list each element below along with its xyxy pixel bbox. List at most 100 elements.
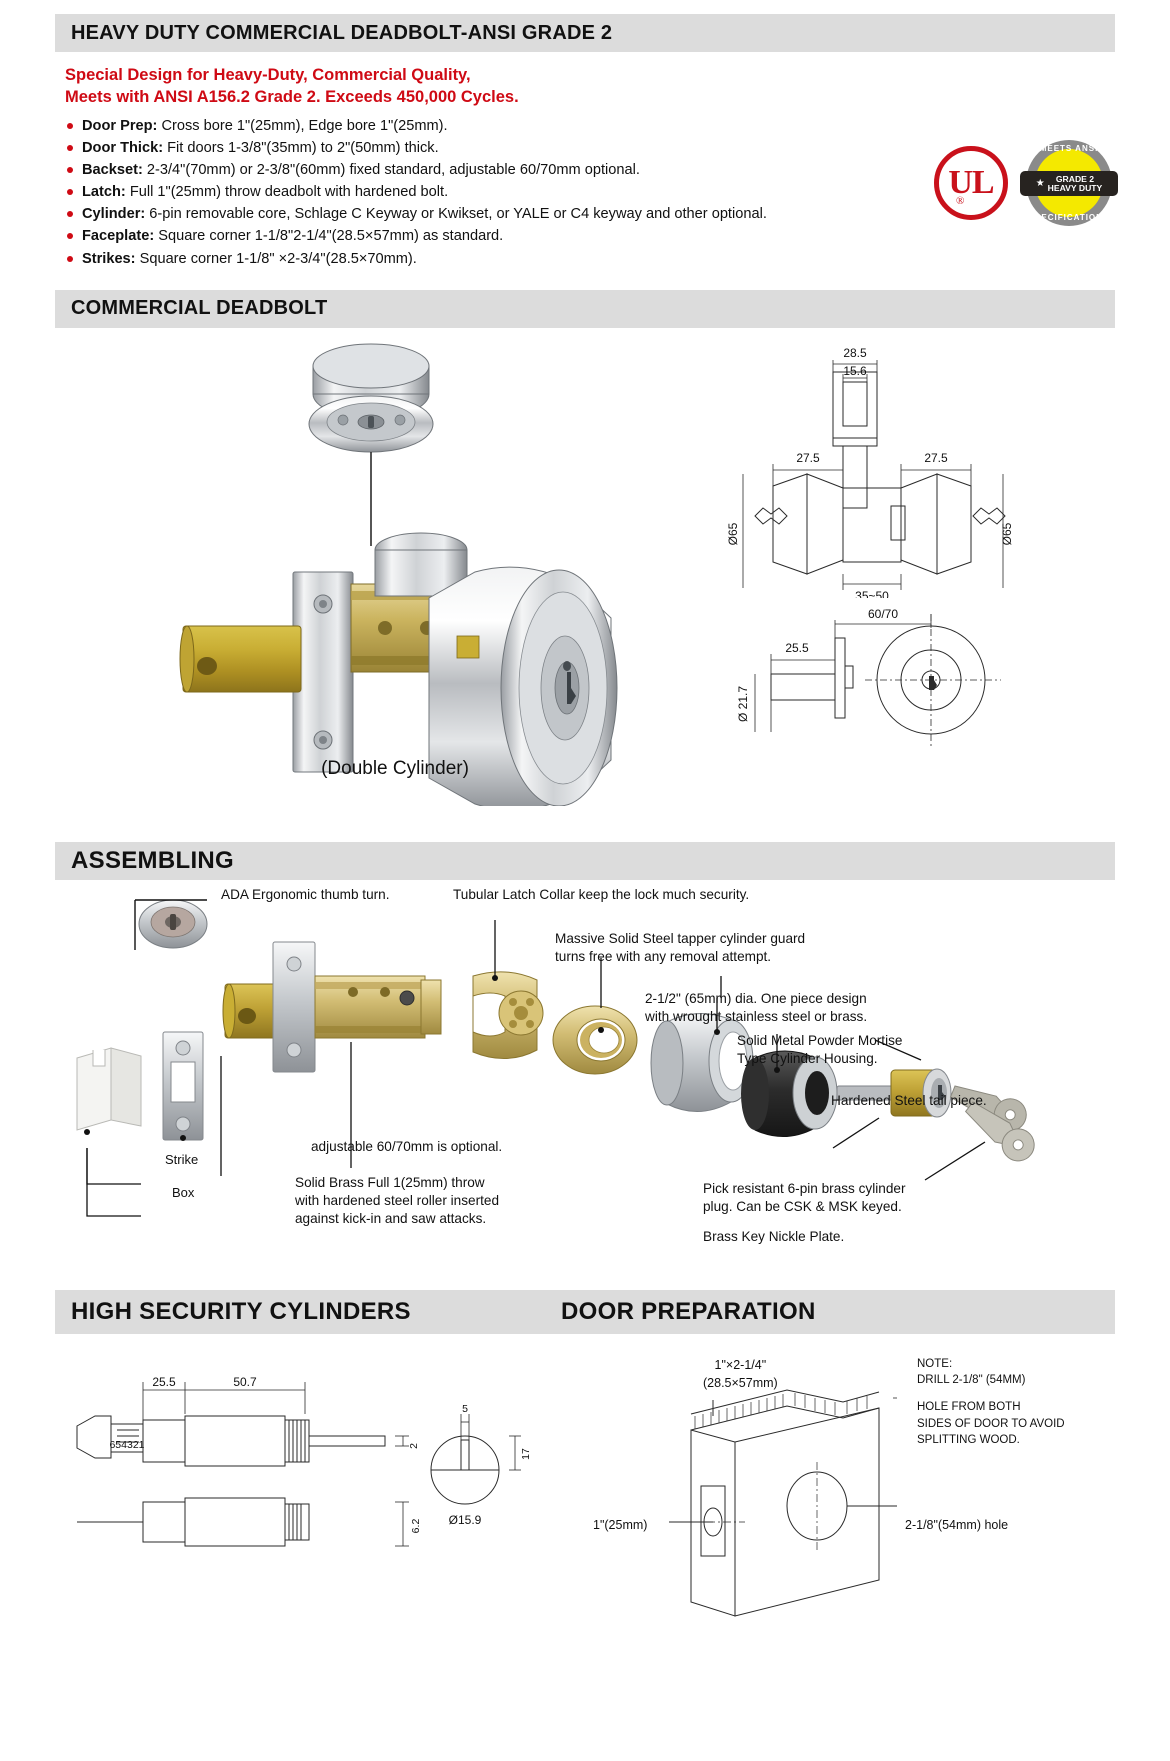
ansi-banner: ★ GRADE 2 HEAVY DUTY xyxy=(1020,171,1118,196)
section-bar-commercial-deadbolt: COMMERCIAL DEADBOLT xyxy=(55,289,1115,328)
label-edge-bore-line-1: 1"×2-1/4" xyxy=(714,1357,767,1372)
ansi-arc-bottom: SPECIFICATIONS xyxy=(1028,213,1110,222)
dim-dia-left: Ø65 xyxy=(726,522,740,545)
annotation-thumb-turn: ADA Ergonomic thumb turn. xyxy=(221,886,390,902)
label-edge-bore: 1"×2-1/4" (28.5×57mm) xyxy=(703,1356,778,1392)
spec-label: Cylinder: xyxy=(82,206,146,223)
dim-dia-right: Ø65 xyxy=(1000,522,1014,545)
section-title-high-security-cylinders: HIGH SECURITY CYLINDERS xyxy=(71,1297,411,1325)
section-bar-assembling: ASSEMBLING xyxy=(55,841,1115,880)
annotation-tail-piece: Hardened Steel tail piece. xyxy=(831,1092,987,1108)
annotation-cylinder-guard: Massive Solid Steel tapper cylinder guar… xyxy=(555,930,805,966)
dim-small-h: 2 xyxy=(408,1443,420,1449)
star-icon: ★ xyxy=(1035,177,1045,189)
dim-backset: 60/70 xyxy=(868,607,898,621)
spec-label: Faceplate: xyxy=(82,228,155,245)
door-preparation-drawing xyxy=(669,1389,897,1617)
dim-right-depth: 27.5 xyxy=(924,451,948,465)
spec-item: Strikes: Square corner 1-1/8" ×2-3/4"(28… xyxy=(65,248,1107,270)
label-edge-bore-line-2: (28.5×57mm) xyxy=(703,1375,778,1390)
dim-side-h: 17 xyxy=(520,1448,532,1460)
certification-logos: UL ® MEETS ANSI SPECIFICATIONS ★ GRADE 2… xyxy=(934,140,1118,226)
spec-text: Square corner 1-1/8"2-1/4"(28.5×57mm) as… xyxy=(154,228,504,245)
annotation-mortise-housing: Solid Metal Powder Mortise Type Cylinder… xyxy=(737,1032,902,1068)
assembling-stage: ADA Ergonomic thumb turn. Tubular Latch … xyxy=(55,880,1115,1280)
ansi-arc-top: MEETS ANSI xyxy=(1039,144,1099,153)
door-prep-note: NOTE: DRILL 2-1/8" (54MM) HOLE FROM BOTH… xyxy=(917,1356,1065,1449)
dim-top-outer: 28.5 xyxy=(843,346,867,360)
ansi-banner-line-2: HEAVY DUTY xyxy=(1047,182,1103,193)
annotation-brass-throw-line-1: Solid Brass Full 1(25mm) throw xyxy=(295,1174,485,1190)
spec-text: Fit doors 1-3/8"(35mm) to 2"(50mm) thick… xyxy=(163,139,439,156)
door-prep-note-line-1: DRILL 2-1/8" (54MM) xyxy=(917,1374,1026,1387)
spec-item: Faceplate: Square corner 1-1/8"2-1/4"(28… xyxy=(65,225,1107,247)
annotation-one-piece: 2-1/2" (65mm) dia. One piece design with… xyxy=(645,990,867,1026)
deadbolt-photo-illustration xyxy=(179,343,618,806)
spec-text: 6-pin removable core, Schlage C Keyway o… xyxy=(145,206,767,223)
spec-label: Strikes: xyxy=(82,250,136,267)
section-bar-door-preparation: DOOR PREPARATION xyxy=(545,1289,1115,1334)
dim-body-len: 50.7 xyxy=(233,1375,257,1389)
annotation-latch-collar: Tubular Latch Collar keep the lock much … xyxy=(453,886,750,902)
section-bar-high-security-cylinders: HIGH SECURITY CYLINDERS xyxy=(55,1289,545,1334)
spec-text: Cross bore 1"(25mm), Edge bore 1"(25mm). xyxy=(157,117,448,134)
dim-end-dia: Ø15.9 xyxy=(449,1513,482,1527)
spec-label: Latch: xyxy=(82,184,126,201)
dim-bolt-dia: Ø 21.7 xyxy=(736,685,750,721)
spec-item: Cylinder: 6-pin removable core, Schlage … xyxy=(65,203,1107,225)
key-cuts: 654321 xyxy=(109,1439,144,1451)
annotation-brass-throw-line-2: with hardened steel roller inserted xyxy=(295,1192,500,1208)
section-title-door-preparation: DOOR PREPARATION xyxy=(561,1297,816,1325)
dim-tail-h: 6.2 xyxy=(410,1518,422,1533)
spec-item: Door Thick: Fit doors 1-3/8"(35mm) to 2"… xyxy=(65,137,1107,159)
section-title-commercial-deadbolt: COMMERCIAL DEADBOLT xyxy=(71,297,328,320)
door-prep-note-title: NOTE: xyxy=(917,1357,953,1370)
spec-item: Backset: 2-3/4"(70mm) or 2-3/8"(60mm) fi… xyxy=(65,159,1107,181)
annotation-one-piece-line-1: 2-1/2" (65mm) dia. One piece design xyxy=(645,990,867,1006)
spec-label: Door Thick: xyxy=(82,139,164,156)
annotation-pick-resistant: Pick resistant 6-pin brass cylinder plug… xyxy=(703,1180,905,1216)
dim-face-len: 25.5 xyxy=(152,1375,176,1389)
spec-sheet-page: HEAVY DUTY COMMERCIAL DEADBOLT-ANSI GRAD… xyxy=(0,14,1170,1761)
label-cross-bore: 2-1/8"(54mm) hole xyxy=(905,1517,1009,1532)
spec-list: Door Prep: Cross bore 1"(25mm), Edge bor… xyxy=(65,115,1107,270)
ul-logo-icon: UL ® xyxy=(934,146,1008,220)
dim-faceplate-width: 25.5 xyxy=(785,641,809,655)
label-strike: Strike xyxy=(165,1151,199,1167)
annotation-pick-resistant-line-1: Pick resistant 6-pin brass cylinder xyxy=(703,1180,906,1196)
spec-text: Square corner 1-1/8" ×2-3/4"(28.5×70mm). xyxy=(135,250,417,267)
annotation-cylinder-guard-line-1: Massive Solid Steel tapper cylinder guar… xyxy=(555,930,806,946)
door-prep-note-line-2: HOLE FROM BOTH xyxy=(917,1401,1021,1414)
dim-left-depth: 27.5 xyxy=(796,451,820,465)
label-box: Box xyxy=(172,1184,195,1200)
spec-item: Latch: Full 1"(25mm) throw deadbolt with… xyxy=(65,181,1107,203)
annotation-mortise-housing-line-1: Solid Metal Powder Mortise xyxy=(737,1032,903,1048)
door-prep-note-line-3: SIDES OF DOOR TO AVOID xyxy=(917,1417,1065,1430)
annotation-mortise-housing-line-2: Type Cylinder Housing. xyxy=(737,1050,878,1066)
intro-block: Special Design for Heavy-Duty, Commercia… xyxy=(55,52,1115,276)
commercial-deadbolt-stage: 28.5 15.6 27.5 27.5 Ø65 Ø65 35~50 xyxy=(55,328,1115,828)
ansi-banner-line-1: GRADE 2 xyxy=(1055,173,1095,184)
deadbolt-plan-drawing: 60/70 25.5 Ø 21.7 xyxy=(736,607,1001,746)
tagline: Special Design for Heavy-Duty, Commercia… xyxy=(65,64,1107,109)
annotation-brass-throw-line-3: against kick-in and saw attacks. xyxy=(295,1210,487,1226)
deadbolt-caption: (Double Cylinder) xyxy=(321,757,469,779)
bottom-drawings-stage: 25.5 50.7 654321 xyxy=(55,1334,1115,1624)
dim-top-w: 5 xyxy=(462,1403,468,1415)
ul-registered-mark: ® xyxy=(956,195,965,207)
dim-top-inner: 15.6 xyxy=(843,364,867,378)
annotation-adjustable: adjustable 60/70mm is optional. xyxy=(311,1138,503,1154)
spec-label: Backset: xyxy=(82,161,143,178)
spec-item: Door Prep: Cross bore 1"(25mm), Edge bor… xyxy=(65,115,1107,137)
ul-ring xyxy=(934,146,1008,220)
door-prep-note-line-4: SPLITTING WOOD. xyxy=(917,1434,1020,1447)
ansi-grade2-badge-icon: MEETS ANSI SPECIFICATIONS ★ GRADE 2 HEAV… xyxy=(1020,140,1118,226)
cylinder-technical-drawing: 25.5 50.7 654321 xyxy=(76,1375,532,1547)
annotation-pick-resistant-line-2: plug. Can be CSK & MSK keyed. xyxy=(703,1198,902,1214)
page-title: HEAVY DUTY COMMERCIAL DEADBOLT-ANSI GRAD… xyxy=(71,21,613,44)
deadbolt-section-drawing: 28.5 15.6 27.5 27.5 Ø65 Ø65 35~50 xyxy=(726,346,1014,598)
ul-letters: UL xyxy=(948,164,994,201)
exploded-parts-illustration xyxy=(76,899,1035,1217)
annotation-one-piece-line-2: with wrought stainless steel or brass. xyxy=(645,1008,868,1024)
header-bar: HEAVY DUTY COMMERCIAL DEADBOLT-ANSI GRAD… xyxy=(55,14,1115,52)
